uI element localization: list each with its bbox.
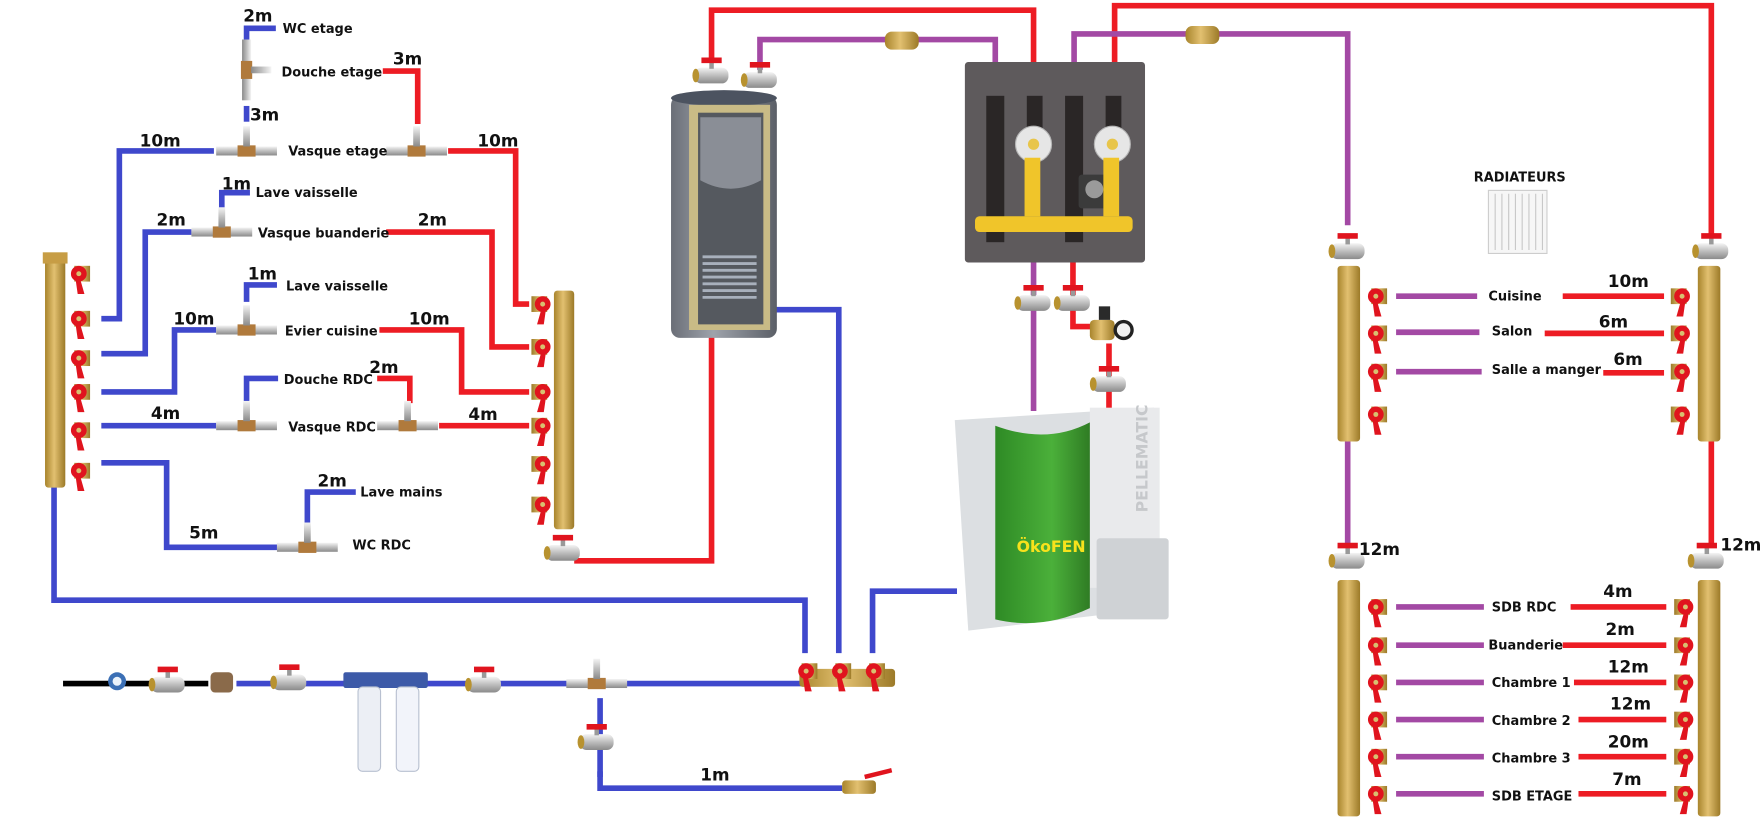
length-lave-vaisselle-1: 1m	[222, 173, 251, 193]
radiator-flow-manifold	[1670, 233, 1729, 442]
cold-collector	[798, 663, 896, 692]
length-feed-right: 12m	[1720, 535, 1761, 555]
label-vasque-etage: Vasque etage	[288, 144, 387, 159]
cold-pipe-wc-rdc	[101, 460, 277, 551]
length-douche-etage-hot: 3m	[393, 48, 422, 68]
length-vasque-etage-cold: 10m	[140, 130, 181, 150]
check-valve-1	[884, 31, 919, 50]
sanitary-lengths: 2m 3m 3m 10m 10m 1m 2m 2m 1m 10m 10m 2m …	[140, 6, 730, 785]
floor-return-manifold	[1328, 542, 1388, 817]
hot-tank-to-panel	[708, 7, 1037, 96]
radiators-title: RADIATEURS	[1474, 170, 1566, 185]
length-lave-mains: 2m	[317, 470, 346, 490]
radiator-room-0: Cuisine	[1488, 290, 1541, 305]
label-lave-mains: Lave mains	[360, 486, 443, 501]
cold-to-tank	[765, 306, 842, 654]
radiator-room-1: Salon	[1492, 325, 1533, 340]
radiator-icon	[1487, 189, 1548, 254]
inlet-line-equipment	[108, 658, 893, 794]
length-garden-tap: 1m	[700, 764, 729, 784]
cold-pipe-lave-vaisselle-2	[243, 282, 277, 302]
length-douche-etage-cold: 3m	[250, 105, 279, 125]
garden-tap-pipe	[597, 771, 843, 792]
cold-pipe-vasque-etage	[101, 148, 214, 322]
label-lave-vaisselle-2: Lave vaisselle	[286, 280, 388, 295]
hot-pipe-evier-cuisine	[379, 327, 530, 395]
cold-main-to-manifold	[51, 481, 808, 654]
pipe-network	[51, 2, 1715, 797]
cold-pipe-lave-mains	[304, 489, 356, 524]
length-wc-etage: 2m	[243, 6, 272, 26]
floor-length-4: 20m	[1608, 732, 1649, 752]
length-lave-vaisselle-2: 1m	[248, 263, 277, 283]
radiator-room-2: Salle a manger	[1492, 363, 1602, 378]
cold-manifold	[42, 252, 91, 491]
floor-length-3: 12m	[1610, 693, 1651, 713]
cold-pipe-vasque-buanderie	[101, 229, 192, 357]
heating-flow-main	[1111, 2, 1715, 237]
label-douche-etage: Douche etage	[281, 66, 382, 81]
length-evier-cuisine-cold: 10m	[173, 308, 214, 328]
length-vasque-rdc-cold: 4m	[151, 403, 180, 423]
length-vasque-buanderie-hot: 2m	[418, 209, 447, 229]
length-wc-rdc: 5m	[189, 522, 218, 542]
garden-tap	[842, 768, 893, 794]
label-douche-rdc: Douche RDC	[284, 373, 373, 388]
pump-station	[964, 62, 1146, 311]
cold-pipe-lave-vaisselle-1	[218, 189, 250, 209]
sanitary-labels: WC etage Douche etage Vasque etage Lave …	[256, 22, 443, 554]
length-vasque-etage-hot: 10m	[477, 130, 518, 150]
floor-room-5: SDB ETAGE	[1492, 790, 1573, 805]
label-wc-rdc: WC RDC	[352, 539, 410, 554]
length-douche-rdc-hot: 2m	[369, 357, 398, 377]
label-wc-etage: WC etage	[283, 22, 353, 37]
floor-room-1: Buanderie	[1488, 639, 1563, 654]
radiator-length-2: 6m	[1613, 349, 1642, 369]
pellet-boiler: ÖkoFEN PELLEMATIC	[954, 404, 1169, 631]
hot-pipe-douche-etage	[382, 68, 421, 124]
floor-length-1: 2m	[1606, 619, 1635, 639]
label-vasque-buanderie: Vasque buanderie	[258, 227, 390, 242]
hot-water-tank	[671, 57, 777, 338]
cold-to-boiler	[869, 588, 957, 654]
check-valve-2	[1185, 26, 1220, 45]
radiator-length-1: 6m	[1599, 312, 1628, 332]
length-evier-cuisine-hot: 10m	[409, 308, 450, 328]
hot-manifold	[531, 290, 580, 561]
label-lave-vaisselle-1: Lave vaisselle	[256, 186, 358, 201]
floor-room-3: Chambre 2	[1492, 714, 1571, 729]
heating-labels: RADIATEURS 12m 12m Cuisine Salon Salle a…	[1359, 170, 1761, 804]
hot-pipe-douche-rdc	[377, 375, 413, 404]
floor-length-0: 4m	[1603, 581, 1632, 601]
return-tank-to-panel	[757, 36, 999, 96]
cold-pipe-evier-cuisine	[101, 327, 217, 395]
hot-pipe-vasque-etage	[448, 148, 530, 307]
floor-room-4: Chambre 3	[1492, 751, 1571, 766]
water-filter	[343, 672, 428, 772]
floor-length-2: 12m	[1608, 656, 1649, 676]
label-vasque-rdc: Vasque RDC	[288, 420, 376, 435]
length-vasque-buanderie-cold: 2m	[156, 209, 185, 229]
cold-pipe-douche-rdc	[243, 375, 279, 404]
panel-to-boiler-flow	[1070, 259, 1098, 330]
length-vasque-rdc-hot: 4m	[468, 404, 497, 424]
floor-length-5: 7m	[1612, 769, 1641, 789]
label-evier-cuisine: Evier cuisine	[285, 325, 378, 340]
boiler-brand: ÖkoFEN	[1017, 537, 1086, 556]
boiler-model: PELLEMATIC	[1132, 404, 1151, 512]
floor-room-2: Chambre 1	[1492, 676, 1571, 691]
floor-room-0: SDB RDC	[1492, 600, 1557, 615]
radiator-length-0: 10m	[1608, 271, 1649, 291]
floor-flow-manifold	[1674, 542, 1724, 817]
radiator-return-manifold	[1328, 233, 1388, 442]
hot-from-tank	[574, 332, 715, 564]
length-feed-left: 12m	[1359, 539, 1400, 559]
hot-pipe-vasque-buanderie	[386, 229, 530, 350]
safety-valve-group	[1089, 306, 1134, 392]
